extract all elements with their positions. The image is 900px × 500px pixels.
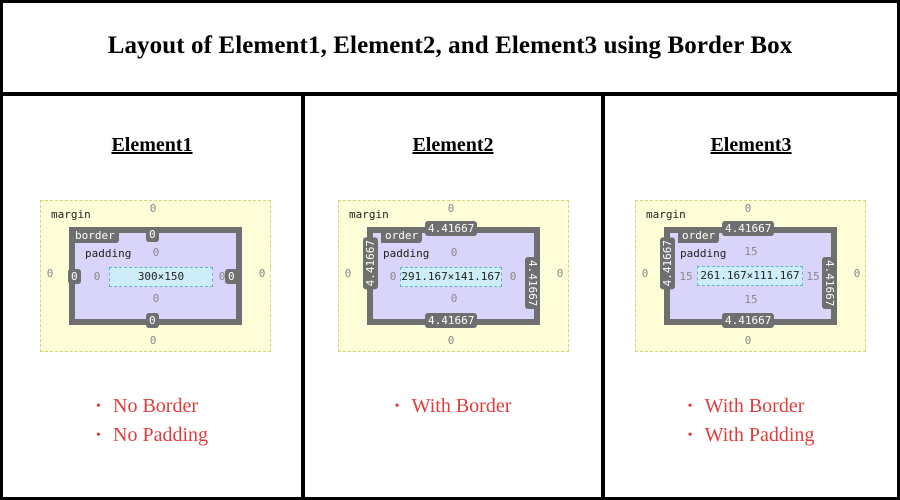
padding-bottom-value: 0 [450,292,458,305]
margin-bottom-value: 0 [447,334,455,347]
panel-divider [601,94,605,500]
padding-bottom-value: 15 [744,293,758,306]
border-top-value: 0 [146,227,159,242]
border-top-value: 4.41667 [425,221,478,236]
content-box: 291.167×141.167 [400,267,502,287]
padding-top-value: 0 [152,246,160,259]
padding-top-value: 0 [450,246,458,259]
bullet-dot: • [96,399,101,414]
border-box: order 4.41667 4.41667 4.41667 4.41667 pa… [660,221,837,328]
padding-top-value: 15 [744,245,758,258]
padding-left-value: 0 [93,270,101,283]
title-bar: Layout of Element1, Element2, and Elemen… [0,0,900,96]
panel-heading: Element3 [710,134,792,156]
margin-label: margin [51,208,91,221]
border-bottom-value: 4.41667 [722,313,775,328]
border-left-value: 0 [68,269,81,284]
padding-right-value: 0 [218,270,226,283]
content-box: 261.167×111.167 [697,266,803,286]
bullet-dot: • [687,428,693,443]
border-bottom-value: 0 [146,313,159,328]
bullet-dot: • [96,428,101,443]
box-model-diagram: margin 0 0 0 0 order 4.41667 4.41667 4.4… [635,200,866,352]
margin-left-value: 0 [46,267,54,280]
bullet-item: •No Border [96,392,208,421]
padding-label: padding [85,247,132,260]
border-label: order [678,228,720,243]
bullet-item: •With Border [395,392,512,421]
padding-bottom-value: 0 [152,292,160,305]
margin-label: margin [646,208,686,221]
margin-top-value: 0 [744,202,752,215]
bullet-item: •With Border [688,392,815,421]
bullet-dot: • [394,399,400,414]
padding-label: padding [383,247,430,260]
margin-top-value: 0 [149,202,157,215]
padding-left-value: 15 [679,270,693,283]
border-bottom-value: 4.41667 [425,313,478,328]
margin-left-value: 0 [641,267,649,280]
margin-top-value: 0 [447,202,455,215]
padding-right-value: 15 [806,270,820,283]
margin-bottom-value: 0 [744,334,752,347]
margin-left-value: 0 [344,267,352,280]
padding-right-value: 0 [509,270,517,283]
figure-title: Layout of Element1, Element2, and Elemen… [107,32,793,59]
bullet-list: •With Border •With Padding [605,392,897,450]
panel-element1: Element1 margin 0 0 0 0 border 0 0 0 0 p… [3,96,301,500]
bullet-list: •No Border •No Padding [3,392,301,450]
panel-heading: Element2 [412,134,494,156]
border-top-value: 4.41667 [722,221,775,236]
panel-heading: Element1 [111,134,193,156]
margin-right-value: 0 [556,267,564,280]
padding-label: padding [680,247,727,260]
margin-bottom-value: 0 [149,334,157,347]
padding-left-value: 0 [389,270,397,283]
box-model-diagram: margin 0 0 0 0 order 4.41667 4.41667 4.4… [338,200,569,352]
content-box: 300×150 [109,267,213,287]
border-right-value: 0 [225,269,238,284]
bullet-item: •With Padding [688,421,815,450]
bullet-item: •No Padding [96,421,208,450]
bullet-dot: • [687,399,693,414]
margin-right-value: 0 [853,267,861,280]
border-right-value: 4.41667 [525,257,540,310]
border-box: border 0 0 0 0 padding 0 0 0 0 300×150 [68,227,242,328]
border-box: order 4.41667 4.41667 4.41667 4.41667 pa… [363,221,540,328]
bullet-list: •With Border [305,392,601,421]
border-label: border [71,228,119,243]
margin-right-value: 0 [258,267,266,280]
border-right-value: 4.41667 [822,257,837,310]
margin-label: margin [349,208,389,221]
border-label: order [381,228,423,243]
box-model-diagram: margin 0 0 0 0 border 0 0 0 0 padding 0 … [40,200,271,352]
panel-element3: Element3 margin 0 0 0 0 order 4.41667 4.… [605,96,897,500]
border-left-value: 4.41667 [363,237,378,290]
panel-element2: Element2 margin 0 0 0 0 order 4.41667 4.… [305,96,601,500]
panel-divider [301,94,305,500]
